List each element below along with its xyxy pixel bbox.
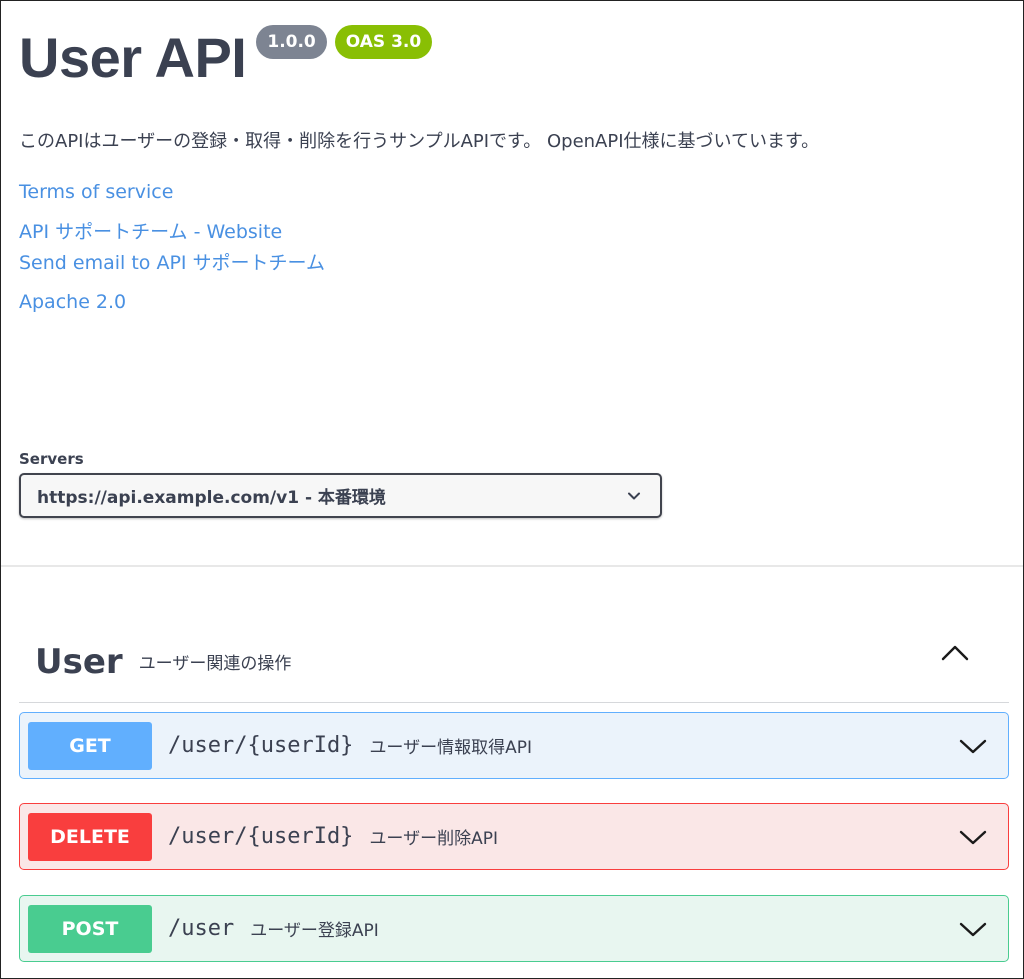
oas-badge: OAS 3.0: [334, 25, 433, 59]
servers-section: Servers https://api.example.com/v1 - 本番環…: [19, 448, 662, 518]
chevron-down-icon: [628, 492, 640, 499]
api-description: このAPIはユーザーの登録・取得・削除を行うサンプルAPIです。 OpenAPI…: [19, 131, 820, 152]
server-select[interactable]: https://api.example.com/v1 - 本番環境: [19, 473, 662, 518]
license-link[interactable]: Apache 2.0: [19, 291, 127, 313]
servers-label: Servers: [19, 450, 84, 468]
section-divider: [1, 565, 1023, 567]
chevron-up-icon[interactable]: [939, 639, 971, 667]
server-select-value: https://api.example.com/v1 - 本番環境: [37, 488, 386, 508]
version-badge: 1.0.0: [256, 25, 327, 59]
operation-path: /user/{userId}: [168, 824, 354, 849]
method-badge-delete: DELETE: [28, 812, 152, 861]
operation-summary: ユーザー情報取得API: [369, 738, 532, 758]
api-title: User API: [19, 26, 247, 89]
operation-summary: ユーザー登録API: [250, 921, 379, 941]
chevron-down-icon[interactable]: [958, 734, 988, 758]
chevron-down-icon[interactable]: [958, 917, 988, 941]
operation-path: /user/{userId}: [168, 733, 354, 758]
support-website-link[interactable]: API サポートチーム - Website: [19, 221, 283, 243]
terms-of-service-link[interactable]: Terms of service: [19, 181, 174, 203]
badges: 1.0.0 OAS 3.0: [256, 25, 433, 59]
tag-header-user[interactable]: User ユーザー関連の操作: [19, 621, 1009, 703]
method-badge-post: POST: [28, 904, 152, 953]
operation-delete-user[interactable]: DELETE /user/{userId} ユーザー削除API: [19, 803, 1009, 870]
api-info: User API 1.0.0 OAS 3.0 このAPIはユーザーの登録・取得・…: [19, 15, 1009, 315]
operation-post-user[interactable]: POST /user ユーザー登録API: [19, 895, 1009, 962]
tag-description: ユーザー関連の操作: [138, 654, 292, 674]
title-row: User API 1.0.0 OAS 3.0: [19, 15, 1009, 101]
operation-path: /user: [168, 916, 235, 941]
operation-summary: ユーザー削除API: [369, 829, 498, 849]
tag-name: User: [35, 641, 123, 682]
method-badge-get: GET: [28, 721, 152, 770]
chevron-down-icon[interactable]: [958, 825, 988, 849]
support-email-link[interactable]: Send email to API サポートチーム: [19, 252, 325, 274]
operation-get-user[interactable]: GET /user/{userId} ユーザー情報取得API: [19, 712, 1009, 779]
